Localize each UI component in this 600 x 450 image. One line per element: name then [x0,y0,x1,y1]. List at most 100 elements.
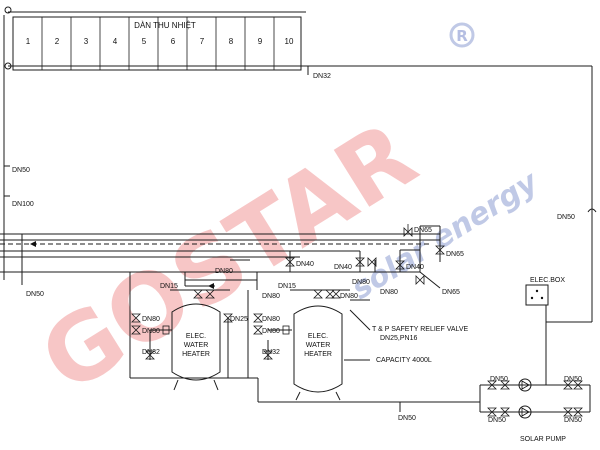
panel-3: 3 [84,37,89,46]
gate-valve-icon [487,380,497,390]
air-vent-icon [4,62,12,70]
heater-right: ELEC. WATER HEATER [282,305,343,401]
annotations: T & P SAFETY RELIEF VALVE DN25,PN16 CAPA… [372,326,469,364]
gate-valve-icon [145,350,155,360]
gate-valve-icon [563,380,573,390]
label-pump-tr: DN50 [564,376,582,383]
panel-9: 9 [258,37,263,46]
gate-valve-icon [355,257,365,267]
panel-7: 7 [200,37,205,46]
watermark-logo: GOSTAR solar energy R [23,22,545,414]
gate-valve-icon [395,260,405,270]
label-pump-bl: DN50 [488,417,506,424]
gate-valve-icon [573,407,583,417]
gauge-icon [162,325,170,335]
elec-box [525,284,549,306]
heater-left-label-2: WATER [184,342,209,349]
label-dn40-left: DN40 [296,261,314,268]
label-pump-tl: DN50 [490,376,508,383]
label-dn40-mid: DN40 [334,264,352,271]
gate-valve-icon [205,289,215,299]
label-pump-br: DN50 [564,417,582,424]
gate-valve-icon [331,289,341,299]
gate-valve-icon [415,275,425,285]
label-dn50-right: DN50 [557,214,575,221]
panel-1: 1 [26,37,31,46]
label-dn32-top: DN32 [313,73,331,80]
label-left-valve-1: DN80 [142,316,160,323]
label-dn100: DN100 [12,201,34,208]
relief-valve-label-2: DN25,PN16 [380,335,417,342]
label-right-valve-2: DN80 [262,328,280,335]
heater-left-label-3: HEATER [182,351,210,358]
gate-valve-icon [223,313,233,323]
panel-10: 10 [285,37,294,46]
gate-valve-icon [263,350,273,360]
collector-array: DÀN THU NHIỆT 1 2 3 4 5 6 7 8 9 10 [4,6,306,71]
label-left-drain: DN32 [142,349,160,356]
gate-valve-icon [325,289,335,299]
label-dn65-right: DN65 [446,251,464,258]
gate-valve-icon [193,289,203,299]
label-dn40-right: DN40 [406,264,424,271]
check-valve-icon [367,257,377,267]
label-dn50-left: DN50 [12,167,30,174]
pipe-network [0,15,597,413]
pump-top-icon [518,378,532,392]
valves [131,224,583,417]
flow-arrow-icon [30,241,36,247]
pump-bottom-icon [518,405,532,419]
label-dn80-a: DN80 [352,279,370,286]
tank-right-body [293,305,343,393]
panel-2: 2 [55,37,60,46]
registered-mark-icon: R [449,22,475,48]
panel-8: 8 [229,37,234,46]
collector-title: DÀN THU NHIỆT [134,21,196,30]
heater-right-label-2: WATER [306,342,331,349]
gate-valve-icon [435,245,445,255]
label-right-drain: DN32 [262,349,280,356]
gate-valve-icon [500,380,510,390]
heater-left: ELEC. WATER HEATER [162,303,221,391]
svg-text:R: R [456,27,468,45]
label-right-valve-1: DN80 [262,316,280,323]
label-left-valve-2: DN80 [142,328,160,335]
gate-valve-icon [131,313,141,323]
panel-5: 5 [142,37,147,46]
gate-valve-icon [313,289,323,299]
label-dn80-b: DN80 [380,289,398,296]
gate-valve-icon [573,380,583,390]
gate-valve-icon [403,224,413,237]
label-left-inlet: DN15 [160,283,178,290]
label-dn50-bottom: DN50 [398,415,416,422]
label-dn80-top: DN80 [215,268,233,275]
air-vent-icon [4,6,12,14]
gate-valve-icon [487,407,497,417]
expansion-loop-icon [587,208,597,213]
gate-valve-icon [253,313,263,323]
capacity-label: CAPACITY 4000L [376,357,432,364]
tank-left-body [171,303,221,381]
pump-station: ELEC.BOX SOLAR PUMP [518,277,566,443]
label-right-inlet: DN15 [278,283,296,290]
label-left-right-pipe: DN25 [230,316,248,323]
gate-valve-icon [285,257,295,267]
label-dn65-low: DN65 [442,289,460,296]
panel-4: 4 [113,37,118,46]
flow-arrow-icon [208,283,214,289]
heater-right-label-3: HEATER [304,351,332,358]
solar-pump-label: SOLAR PUMP [520,436,566,443]
panel-6: 6 [171,37,176,46]
relief-valve-label-1: T & P SAFETY RELIEF VALVE [372,326,469,333]
gate-valve-icon [563,407,573,417]
heater-right-label-1: ELEC. [308,333,328,340]
label-dn80-c: DN80 [262,293,280,300]
gate-valve-icon [500,407,510,417]
gauge-icon [282,325,290,335]
label-dn65-top: DN65 [414,227,432,234]
gate-valve-icon [253,325,263,335]
label-right-top-pipe: DN80 [340,293,358,300]
label-dn50-bottom-left: DN50 [26,291,44,298]
elec-box-label: ELEC.BOX [530,277,565,284]
